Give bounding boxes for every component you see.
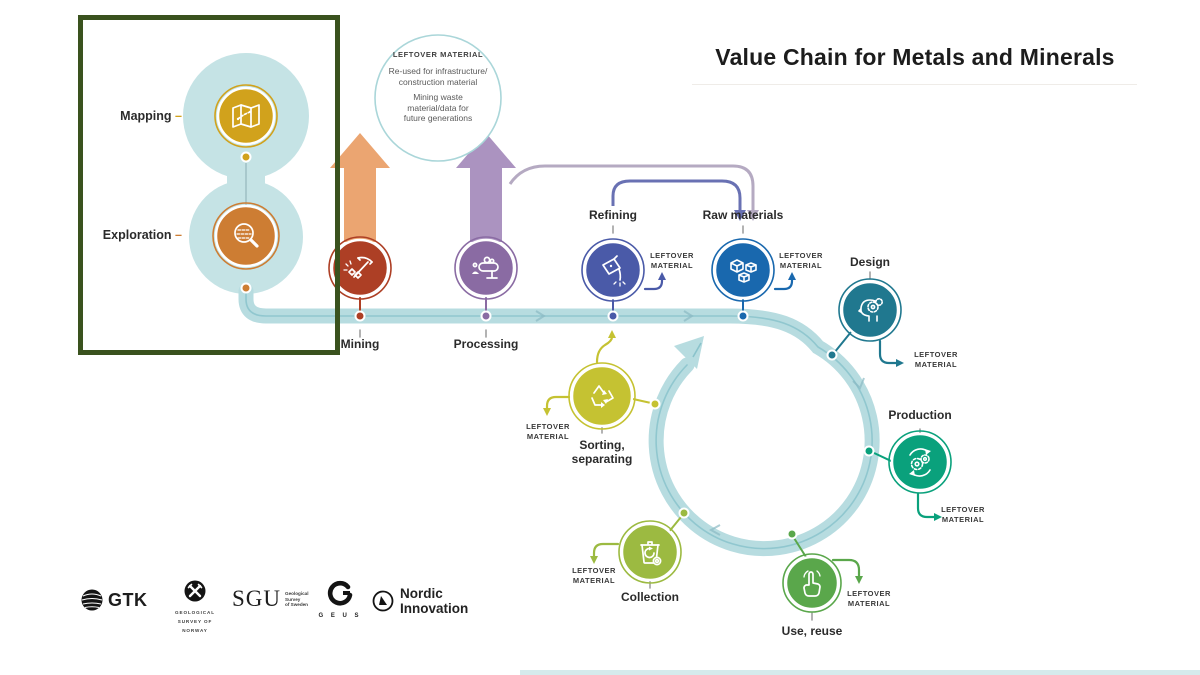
sgu-logo: SGU Geological Survey of Sweden	[232, 586, 309, 611]
mining-node	[328, 236, 392, 300]
label-refining: Refining	[589, 208, 637, 222]
exploration-dash: –	[175, 228, 182, 242]
recycle-arrows-icon	[591, 385, 614, 408]
mapping-exploration-link	[240, 151, 252, 294]
mapping-node	[214, 84, 278, 148]
geus-logo: G E U S	[315, 580, 365, 619]
label-mapping: Mapping –	[120, 109, 182, 123]
processing-node	[454, 236, 518, 300]
bubble-line: future generations	[403, 113, 473, 123]
label-mining: Mining	[340, 337, 380, 351]
bubble-line: material/data for	[407, 102, 469, 113]
highlight-box	[78, 15, 340, 355]
mining-up-arrow	[330, 133, 390, 242]
label-collection: Collection	[620, 590, 680, 604]
ngu-hammers-icon	[184, 580, 206, 602]
magnifier-strata-icon	[234, 223, 259, 248]
collection-node	[618, 520, 682, 584]
processing-up-arrow	[456, 133, 516, 242]
label-processing: Processing	[453, 337, 519, 351]
production-node	[888, 430, 952, 494]
nordic-innovation-logo: Nordic Innovation	[372, 586, 468, 616]
leftover-arrows	[543, 272, 942, 584]
use-reuse-node	[782, 553, 842, 613]
exploration-node	[212, 202, 280, 270]
label-exploration: Exploration –	[102, 228, 182, 242]
recycle-bin-icon	[640, 541, 662, 566]
raw-materials-node	[711, 238, 775, 302]
bubble-line: Mining waste	[413, 92, 463, 102]
page-title: Value Chain for Metals and Minerals	[715, 44, 1115, 70]
mapping-dash: –	[175, 109, 182, 123]
label-production: Production	[888, 408, 952, 422]
cubes-icon	[730, 259, 757, 283]
processing-to-raw-connector	[508, 164, 759, 221]
bubble-line: construction material	[398, 76, 478, 87]
node-stems-and-dots	[354, 225, 921, 621]
partner-logos: GTK GEOLOGICAL SURVEY OF NORWAY SGU Geol…	[60, 578, 490, 638]
nordic-sail-icon	[372, 590, 394, 612]
sgu-text: SGU	[232, 586, 282, 611]
leftover-bubble-circle	[374, 34, 502, 162]
bubble-line: Re-used for infrastructure/	[388, 66, 488, 76]
refining-node	[581, 238, 645, 302]
bubble-title: LEFTOVER MATERIAL	[392, 50, 484, 59]
crucible-pour-icon	[602, 255, 626, 287]
refining-to-raw-connector	[611, 179, 746, 221]
label-raw-materials: Raw materials	[702, 208, 784, 222]
value-chain-flow-band	[238, 283, 880, 557]
design-node	[838, 278, 902, 342]
title-rule	[692, 84, 1137, 85]
hand-tap-icon	[803, 570, 821, 597]
loop-arrowhead	[674, 336, 704, 369]
map-icon	[232, 104, 260, 128]
gtk-globe-icon	[81, 589, 103, 611]
label-design: Design	[849, 255, 891, 269]
head-gears-icon	[858, 298, 884, 322]
geus-ring-icon	[327, 580, 353, 606]
ngu-logo: GEOLOGICAL SURVEY OF NORWAY	[165, 580, 225, 634]
geus-text: G E U S	[318, 613, 362, 619]
gtk-text: GTK	[108, 589, 148, 610]
leftover-bubble: LEFTOVER MATERIAL Re-used for infrastruc…	[374, 50, 502, 124]
pickaxe-icon	[343, 256, 373, 279]
conveyor-icon	[472, 256, 499, 279]
sorting-node	[568, 362, 636, 430]
bottom-accent-strip	[520, 670, 1200, 675]
gtk-logo: GTK	[80, 588, 148, 612]
label-sorting: Sorting, separating	[571, 438, 633, 466]
gears-cycle-icon	[909, 448, 931, 477]
label-use-reuse: Use, reuse	[781, 624, 843, 638]
